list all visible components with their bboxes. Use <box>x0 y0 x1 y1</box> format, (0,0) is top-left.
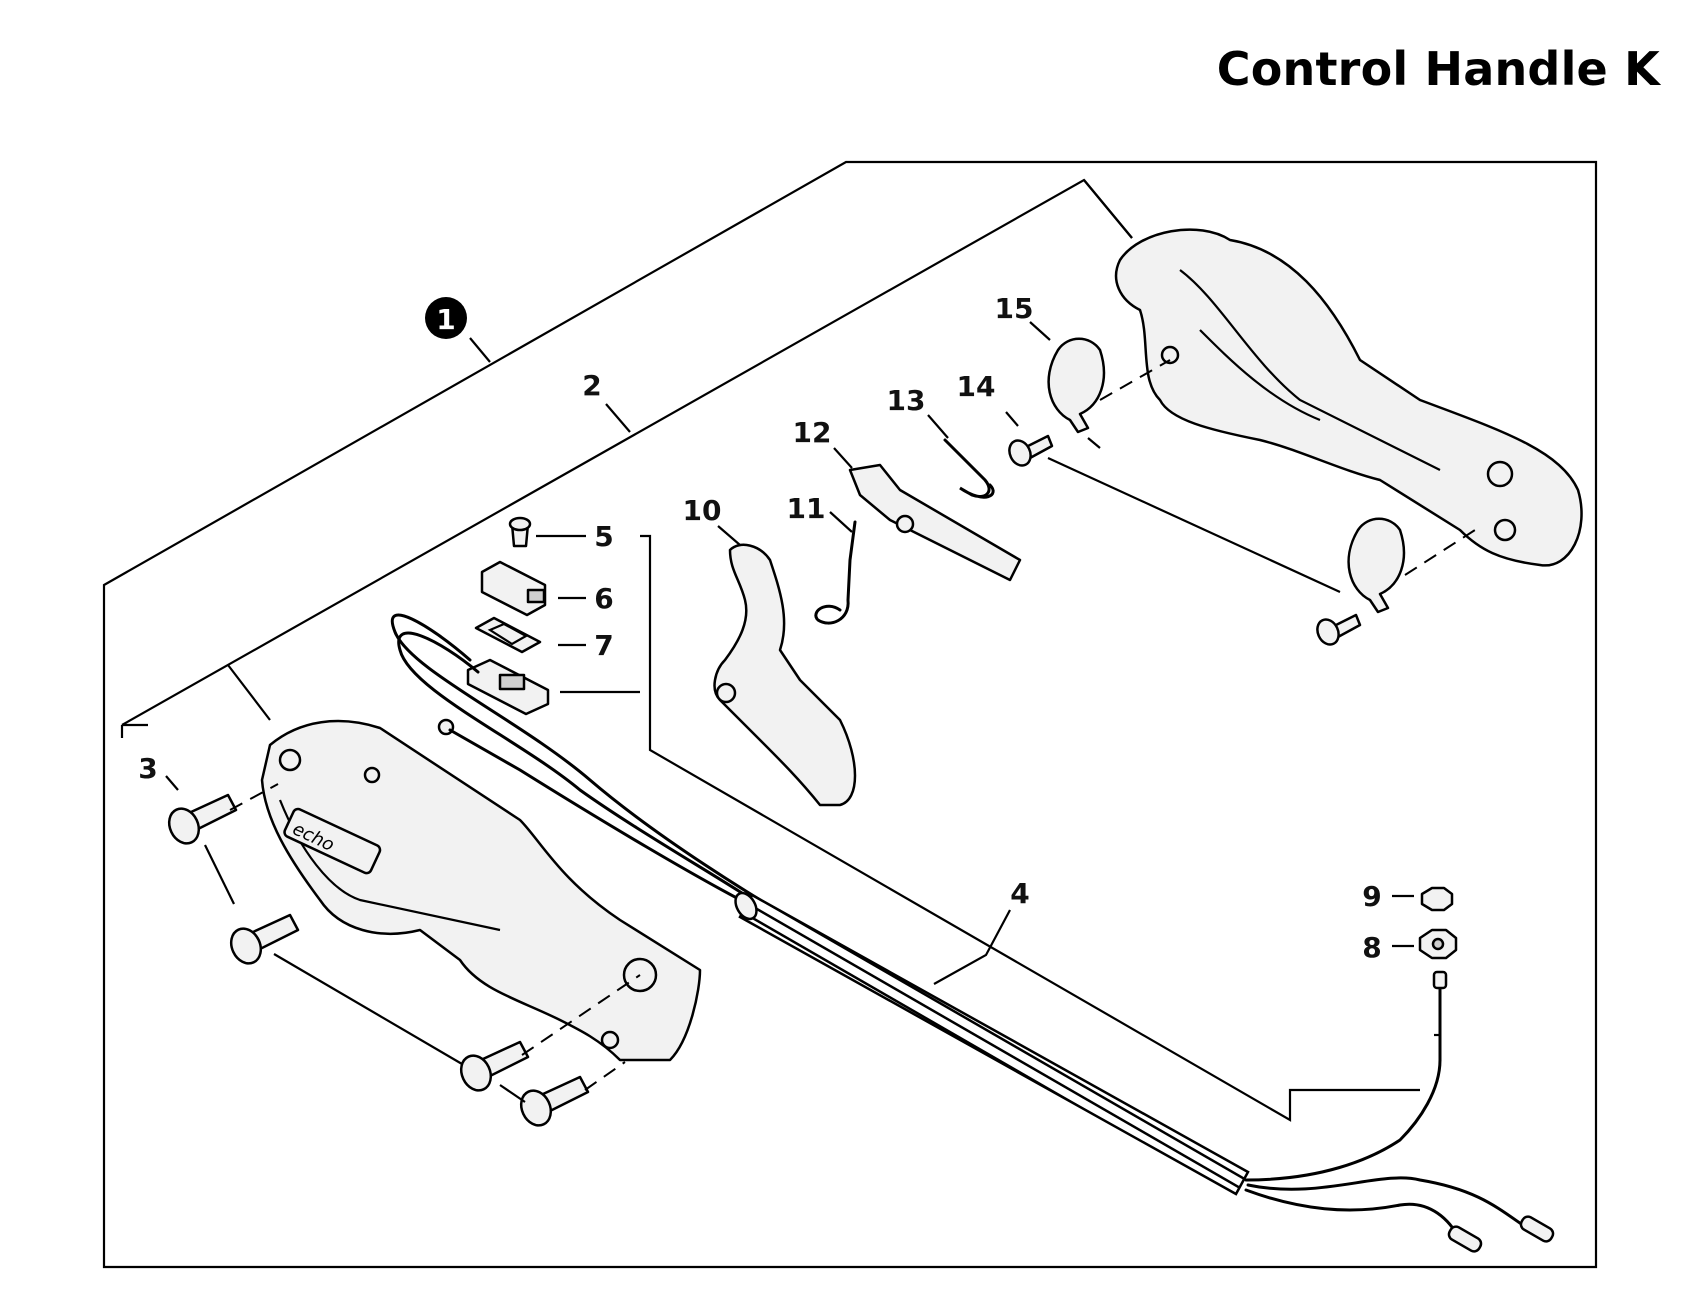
leader-2 <box>1083 179 1133 239</box>
conduit-end-icon <box>734 891 758 921</box>
callout-9: 9 <box>1362 880 1381 913</box>
leader-15 <box>1029 321 1051 341</box>
callout-14: 14 <box>957 370 996 403</box>
leader-screw <box>273 953 463 1065</box>
throttle-cable-end <box>1244 1058 1442 1182</box>
dashed-guide <box>521 974 641 1056</box>
handle-left-half: echo <box>260 719 702 1062</box>
dashed-guide <box>1404 529 1476 576</box>
callout-3: 3 <box>138 752 157 785</box>
nut-8-icon <box>1418 928 1458 960</box>
spring-11-icon <box>814 520 857 625</box>
leader-11 <box>829 511 853 533</box>
screw-icon <box>229 913 300 965</box>
callout-12: 12 <box>793 416 832 449</box>
lever-12-icon <box>848 463 1022 582</box>
bracket-5-7 <box>640 534 1420 1122</box>
cable-nipple-icon <box>1432 970 1448 990</box>
callout-5: 5 <box>594 520 613 553</box>
leader-screw-14 <box>1047 457 1341 593</box>
dashed-guide <box>229 783 279 811</box>
clamp-icon <box>1347 517 1406 614</box>
screw-icon <box>459 1040 530 1092</box>
switch-wire <box>397 631 782 922</box>
leader-1 <box>469 337 491 363</box>
screw-icon <box>1008 434 1054 467</box>
screw-icon <box>167 793 238 845</box>
leader-2b <box>605 403 631 433</box>
switch-wire <box>390 613 782 914</box>
callout-2: 2 <box>582 369 601 402</box>
screw-icon <box>1316 613 1362 646</box>
callout-13: 13 <box>887 384 926 417</box>
trigger-10-icon <box>713 543 857 807</box>
throttle-cable <box>448 728 762 912</box>
connector-icon <box>1447 1225 1483 1253</box>
assembly-bracket <box>121 178 1133 726</box>
nut-9-icon <box>1420 886 1454 912</box>
wire <box>1246 1176 1532 1232</box>
assembly-bracket-left <box>120 664 271 738</box>
callout-1: 1 <box>436 303 455 336</box>
callout-10: 10 <box>683 494 722 527</box>
plate-6-icon <box>480 560 547 617</box>
wire <box>1244 1188 1462 1242</box>
leader-screw <box>204 844 235 905</box>
leader-screw <box>499 1084 526 1103</box>
handle-right-half <box>1114 228 1583 567</box>
callout-8: 8 <box>1362 931 1381 964</box>
gasket-7-icon <box>474 616 542 654</box>
stop-switch-icon <box>466 658 550 716</box>
dashed-guide <box>1099 359 1171 401</box>
leaders-8-9 <box>1392 894 1414 948</box>
callout-11: 11 <box>787 492 826 525</box>
leader-13 <box>927 414 949 439</box>
leader-10 <box>717 525 741 546</box>
leaders-5-7 <box>536 534 640 694</box>
callout-badge-1 <box>425 297 467 339</box>
callout-15: 15 <box>995 292 1034 325</box>
leader-14 <box>1005 411 1019 427</box>
dashed-guide <box>584 1061 626 1091</box>
screw-icon <box>519 1075 590 1127</box>
clamp-icon <box>1047 337 1106 434</box>
spring-13-icon <box>943 438 995 499</box>
kit-frame <box>102 160 1598 1269</box>
leader-3b <box>165 775 179 791</box>
diagram-title: Control Handle K <box>1216 42 1660 96</box>
leader-12 <box>833 447 853 469</box>
leader-clamp <box>1087 437 1101 449</box>
callout-7: 7 <box>594 629 613 662</box>
connector-icon <box>1519 1215 1555 1243</box>
callout-6: 6 <box>594 582 613 615</box>
callout-4: 4 <box>1010 877 1029 910</box>
leader-4 <box>933 909 1011 985</box>
screw-5-icon <box>508 516 532 548</box>
